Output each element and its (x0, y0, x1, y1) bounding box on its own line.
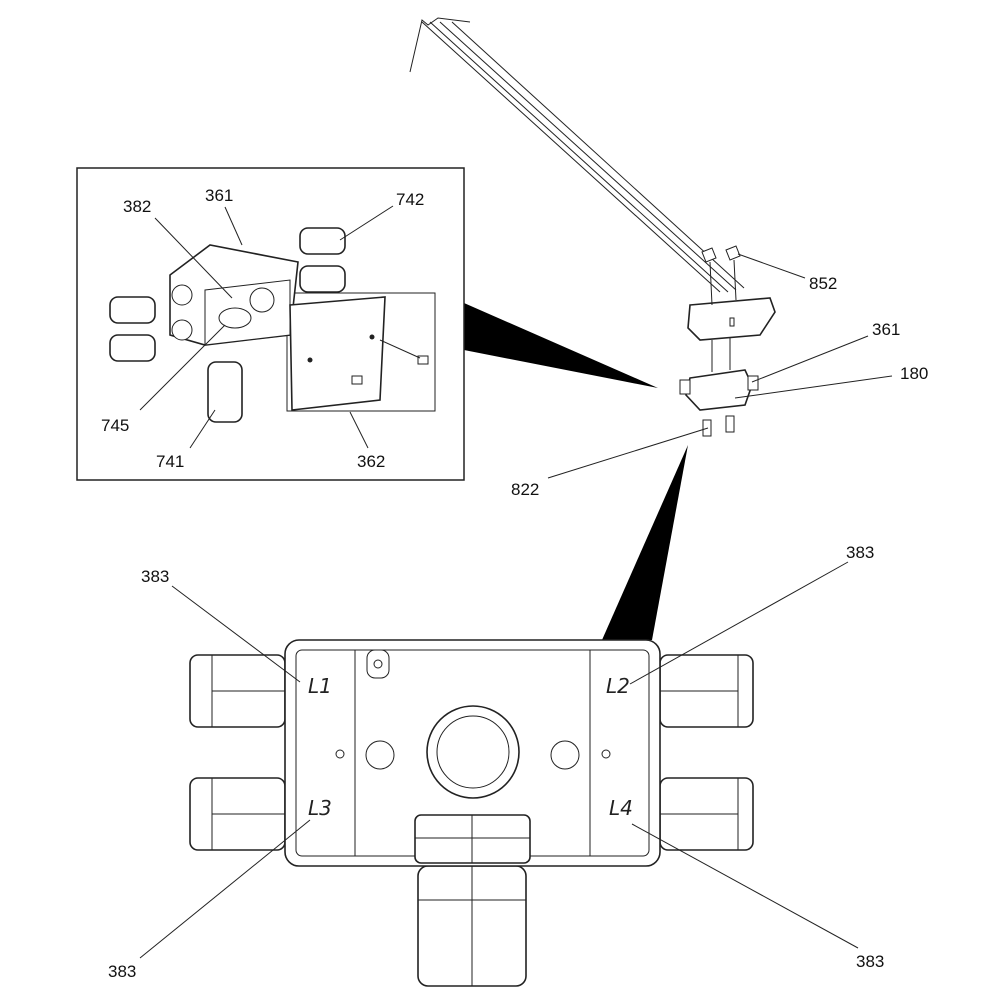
leader-lines (139, 205, 893, 959)
callout-361: 361 (872, 320, 900, 339)
callout-852: 852 (809, 274, 837, 293)
inset-frame (76, 167, 465, 481)
callout-180: 180 (900, 364, 928, 383)
callout-382: 382 (123, 197, 151, 216)
port-label-l1: L1 (308, 674, 332, 698)
callout-383-top-left: 383 (141, 567, 169, 586)
junction-box-front (189, 639, 754, 987)
small-assembly (679, 245, 776, 437)
port-label-l3: L3 (308, 796, 332, 820)
callout-362: 362 (357, 452, 385, 471)
inset-junction-box (109, 227, 429, 423)
callout-361-inset: 361 (205, 186, 233, 205)
callout-383-top-right: 383 (846, 543, 874, 562)
callout-742: 742 (396, 190, 424, 209)
callout-822: 822 (511, 480, 539, 499)
detail-wedge-inset (464, 303, 658, 388)
detail-wedge-bottom (602, 445, 688, 640)
callout-383-bottom-right: 383 (856, 952, 884, 971)
callout-741: 741 (156, 452, 184, 471)
support-arm (409, 17, 745, 293)
callout-745: 745 (101, 416, 129, 435)
callout-383-bottom-left: 383 (108, 962, 136, 981)
port-label-l4: L4 (609, 796, 633, 820)
cover-detail-frame (286, 292, 436, 412)
port-label-l2: L2 (606, 674, 630, 698)
